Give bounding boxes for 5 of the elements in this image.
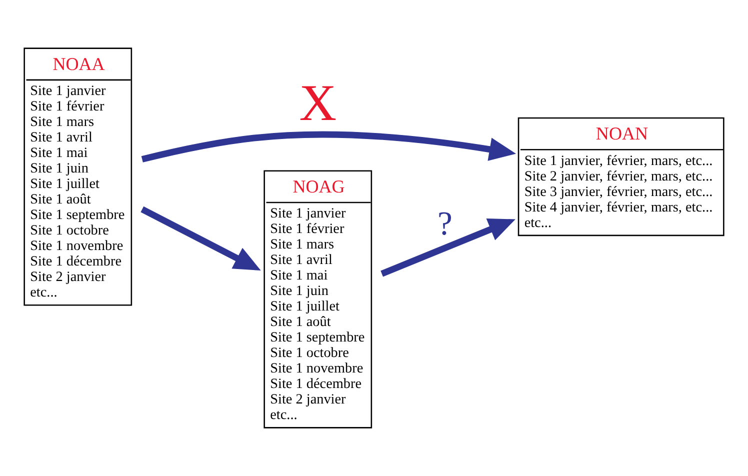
- arrow: [140, 206, 261, 271]
- arrow: [141, 131, 516, 162]
- edge-label: ?: [438, 206, 452, 243]
- arrow: [380, 218, 516, 277]
- edge-label: X: [299, 74, 337, 132]
